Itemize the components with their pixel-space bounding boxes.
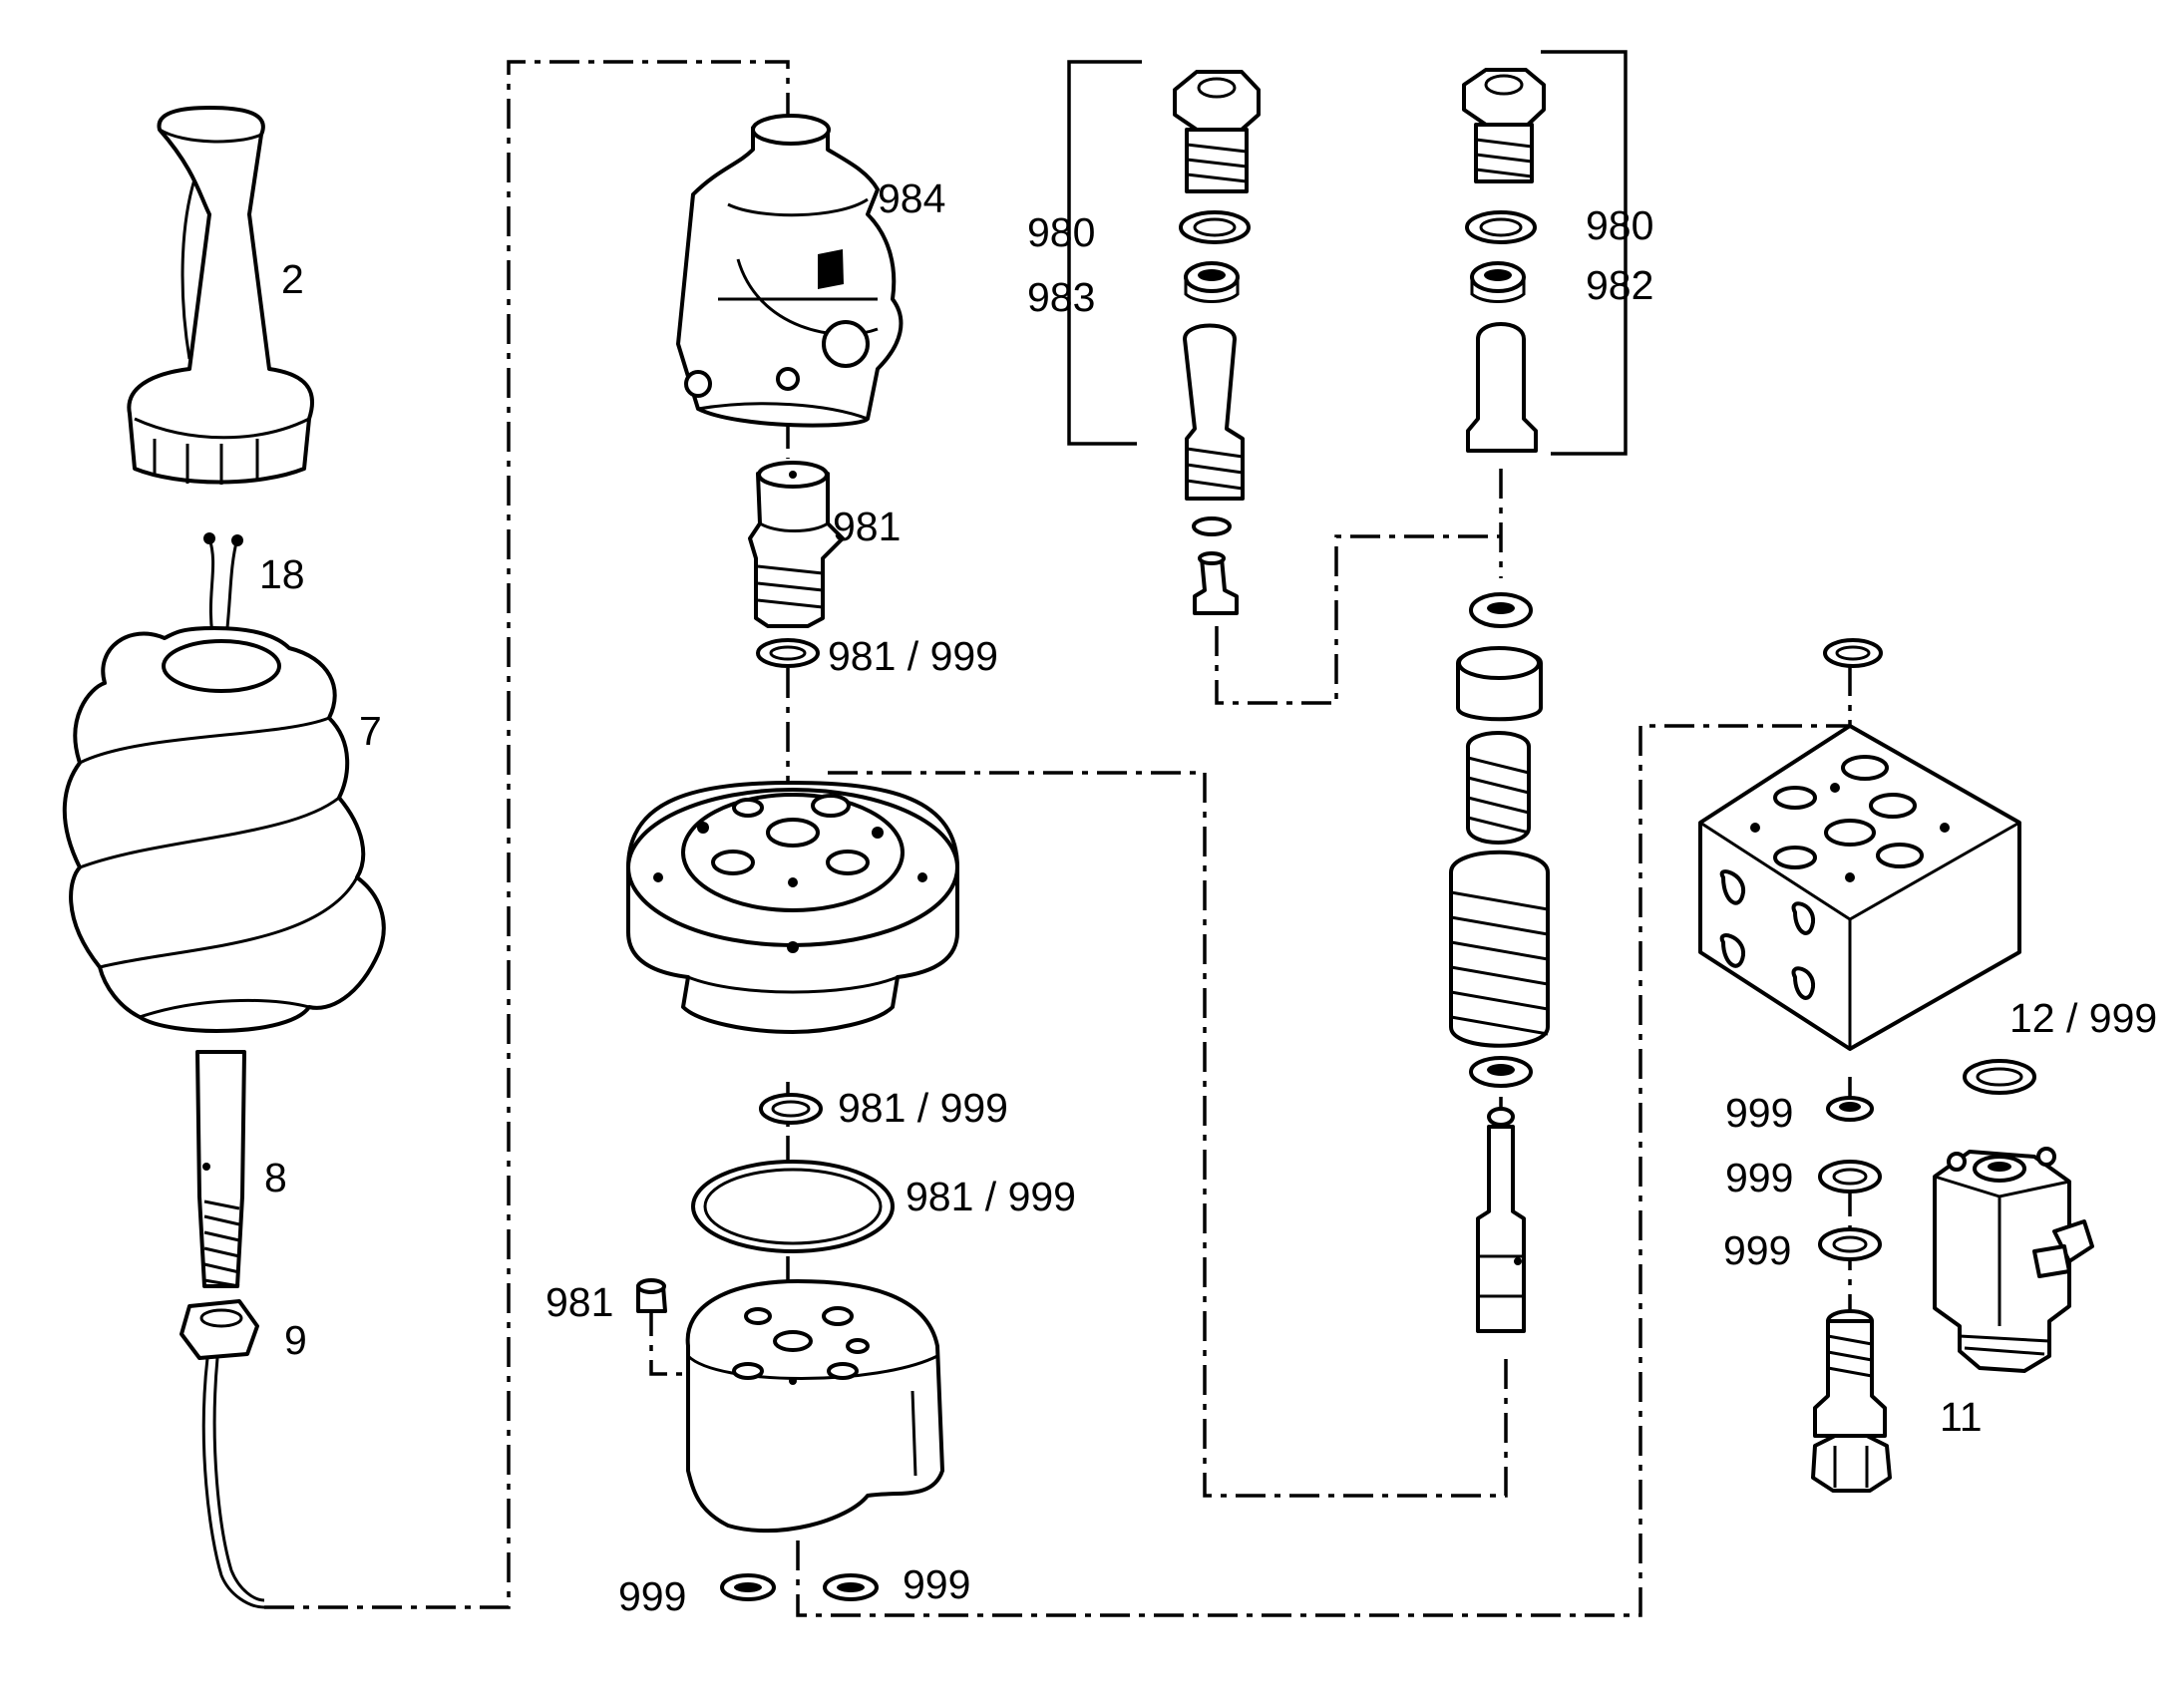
left-pin [1193,551,1239,615]
label-seal-mid: 981 / 999 [838,1085,1008,1131]
spool-rod [1476,1107,1526,1333]
outer-spring [1449,850,1550,1048]
mid-housing [626,781,959,1034]
washer-a [1826,1096,1874,1122]
label-right-seal-ring: 980 [1586,202,1653,248]
label-nut: 9 [284,1317,307,1363]
rod [195,1050,246,1288]
handle-grip [127,106,315,485]
label-handle: 2 [281,256,304,302]
pin [636,1278,667,1313]
spring-washer [1469,1056,1533,1088]
right-valve-cap [1462,68,1546,183]
cable [201,1357,265,1609]
left-small-ring [1192,516,1232,536]
label-seal-bottom-left: 999 [618,1573,686,1619]
seal-bottom-right [823,1573,879,1601]
bracket-right [1541,50,1628,456]
top-housing [676,114,904,428]
label-washer-c: 999 [1723,1227,1791,1273]
seal-bottom-left [720,1573,776,1601]
block-top-seal [1823,638,1883,668]
label-washer-b: 999 [1725,1155,1793,1200]
inner-spring [1466,731,1531,845]
label-seal-block: 12 / 999 [2009,995,2157,1041]
callout-labels: 2 18 7 8 9 984 981 981 / 999 981 / 999 9… [259,175,2157,1619]
solenoid [1933,1147,2094,1373]
label-left-seal-washer: 983 [1027,274,1095,320]
spring-seat-ring [1469,592,1533,628]
bracket-left [1067,60,1142,446]
label-rod: 8 [264,1155,287,1200]
label-left-seal-ring: 980 [1027,209,1095,255]
label-seal-upper: 981 / 999 [828,633,998,679]
label-o-ring: 981 / 999 [906,1174,1076,1219]
right-seal-ring [1465,210,1537,244]
label-washer-a: 999 [1725,1090,1793,1136]
valve-block [1698,724,2021,1051]
left-seal-washer [1184,261,1240,303]
bottom-cover [685,1279,944,1534]
label-pin: 981 [545,1279,613,1325]
washer-c [1818,1227,1882,1261]
seal-upper [756,638,820,668]
left-spool [1183,323,1245,501]
spring-cup [1456,646,1543,722]
label-solenoid: 11 [1940,1394,1983,1440]
seal-block [1963,1059,2036,1095]
fitting [1811,1309,1892,1493]
washer-b [1818,1160,1882,1194]
label-plunger: 981 [833,504,901,549]
label-wires: 18 [259,551,305,597]
label-top-housing: 984 [878,175,945,221]
left-valve-cap [1173,70,1261,193]
bellows-boot [62,626,386,1033]
label-boot: 7 [359,708,382,754]
right-seal-washer [1470,261,1526,303]
left-seal-ring [1179,210,1251,244]
seal-mid [759,1093,823,1125]
label-right-seal-washer: 982 [1586,262,1653,308]
plunger [748,461,845,628]
nut [180,1299,259,1360]
right-sleeve [1466,322,1538,453]
label-seal-bottom-right: 999 [903,1561,970,1607]
o-ring [691,1160,895,1253]
